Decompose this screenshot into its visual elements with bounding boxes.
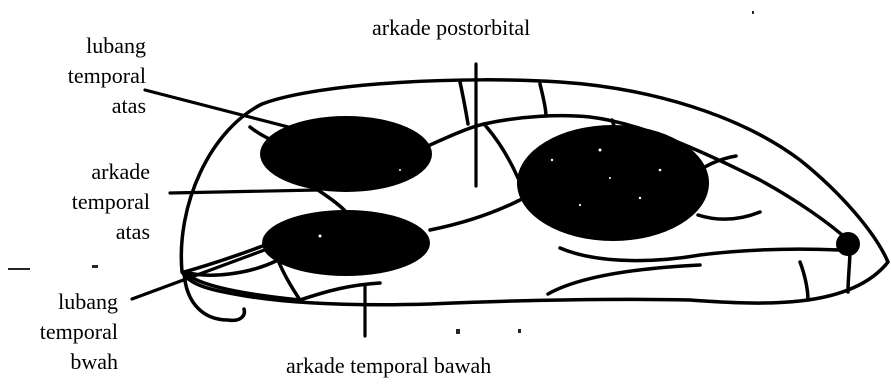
label-line: temporal — [22, 188, 150, 215]
label-line: lubang — [18, 32, 146, 59]
scan-mark — [92, 265, 98, 268]
leader-upper-fenestra — [145, 90, 300, 130]
leader-lower-fenestra — [132, 245, 278, 299]
label-lower-temporal-arch: arkade temporal bawah — [286, 352, 491, 379]
lower-cheek-line — [560, 248, 840, 261]
rear-line — [848, 250, 850, 292]
top-suture-3 — [540, 84, 546, 116]
label-line: atas — [22, 218, 150, 245]
mid-suture — [484, 124, 518, 178]
label-line: temporal — [0, 318, 118, 345]
scan-mark — [456, 329, 460, 334]
label-upper-temporal-arch: arkade temporal atas — [22, 158, 150, 245]
postorbital-link — [430, 200, 520, 230]
orbit — [517, 125, 709, 241]
lower-temporal-fenestra — [262, 210, 430, 276]
quadrate-line — [800, 262, 808, 300]
label-upper-temporal-fenestra: lubang temporal atas — [18, 32, 146, 119]
lower-right-suture — [698, 212, 760, 219]
label-line: arkade — [22, 158, 150, 185]
label-lower-temporal-fenestra: lubang temporal bwah — [0, 288, 118, 375]
postorbital-bar — [318, 190, 346, 212]
label-line: bwah — [0, 348, 118, 375]
scan-mark — [752, 11, 754, 14]
label-postorbital-arch: arkade postorbital — [372, 14, 530, 41]
scan-mark — [8, 268, 30, 270]
nostril — [836, 232, 860, 256]
jugal-line — [548, 265, 700, 294]
lower-arch-line — [300, 283, 380, 300]
label-line: atas — [18, 92, 146, 119]
scan-mark — [518, 329, 521, 333]
top-suture-2 — [460, 82, 468, 124]
label-line: lubang — [0, 288, 118, 315]
label-line: temporal — [18, 62, 146, 89]
